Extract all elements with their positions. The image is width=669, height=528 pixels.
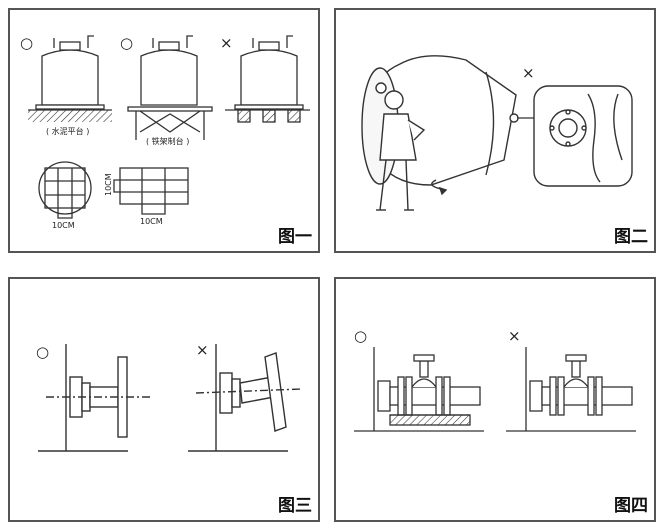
iron-grid-plan bbox=[113, 167, 189, 215]
figure-four-panel: ○ × bbox=[334, 277, 656, 522]
worker-figure bbox=[376, 90, 426, 211]
figure-three-caption: 图三 bbox=[278, 496, 312, 516]
valve-with-support bbox=[354, 347, 484, 432]
bad-mark: × bbox=[522, 64, 535, 82]
tank-on-blocks bbox=[225, 35, 310, 123]
iron-stand-label: ( 铁架制台 ) bbox=[146, 136, 189, 146]
tank-foundation-diagram: ○ ○ × ( 水泥平台 ) ( 铁架制台 ) bbox=[20, 34, 310, 230]
bad-mark: × bbox=[508, 327, 521, 345]
figure-one-panel: ○ ○ × ( 水泥平台 ) ( 铁架制台 ) bbox=[8, 8, 320, 253]
grid-width-label: 10CM bbox=[140, 217, 163, 226]
grid-spacing-label: 10CM bbox=[52, 221, 75, 230]
cement-grid-plan bbox=[38, 161, 92, 219]
figure-one-caption: 图一 bbox=[278, 227, 312, 247]
bad-mark: × bbox=[196, 341, 209, 359]
tank-on-cement bbox=[28, 35, 112, 122]
figure-three-panel: ○ × 图三 bbox=[8, 277, 320, 522]
ok-mark: ○ bbox=[36, 343, 49, 361]
aligned-flange bbox=[38, 344, 150, 452]
grid-height-label: 10CM bbox=[104, 173, 113, 196]
valve-without-support bbox=[506, 347, 636, 432]
cement-platform-label: ( 水泥平台 ) bbox=[46, 126, 89, 136]
ok-mark: ○ bbox=[354, 327, 367, 345]
misaligned-flange bbox=[188, 344, 303, 452]
ok-mark: ○ bbox=[20, 34, 33, 52]
flange-alignment-diagram: ○ × bbox=[36, 341, 303, 452]
flange-detail-inset bbox=[533, 85, 633, 187]
bad-mark: × bbox=[220, 34, 233, 52]
figure-four-caption: 图四 bbox=[614, 496, 648, 516]
figure-two-caption: 图二 bbox=[614, 227, 648, 247]
tank-on-iron-stand bbox=[127, 35, 213, 140]
tank-handling-diagram: × bbox=[361, 55, 633, 211]
figure-two-panel: × bbox=[334, 8, 656, 253]
valve-support-diagram: ○ × bbox=[354, 327, 636, 432]
ok-mark: ○ bbox=[120, 34, 133, 52]
